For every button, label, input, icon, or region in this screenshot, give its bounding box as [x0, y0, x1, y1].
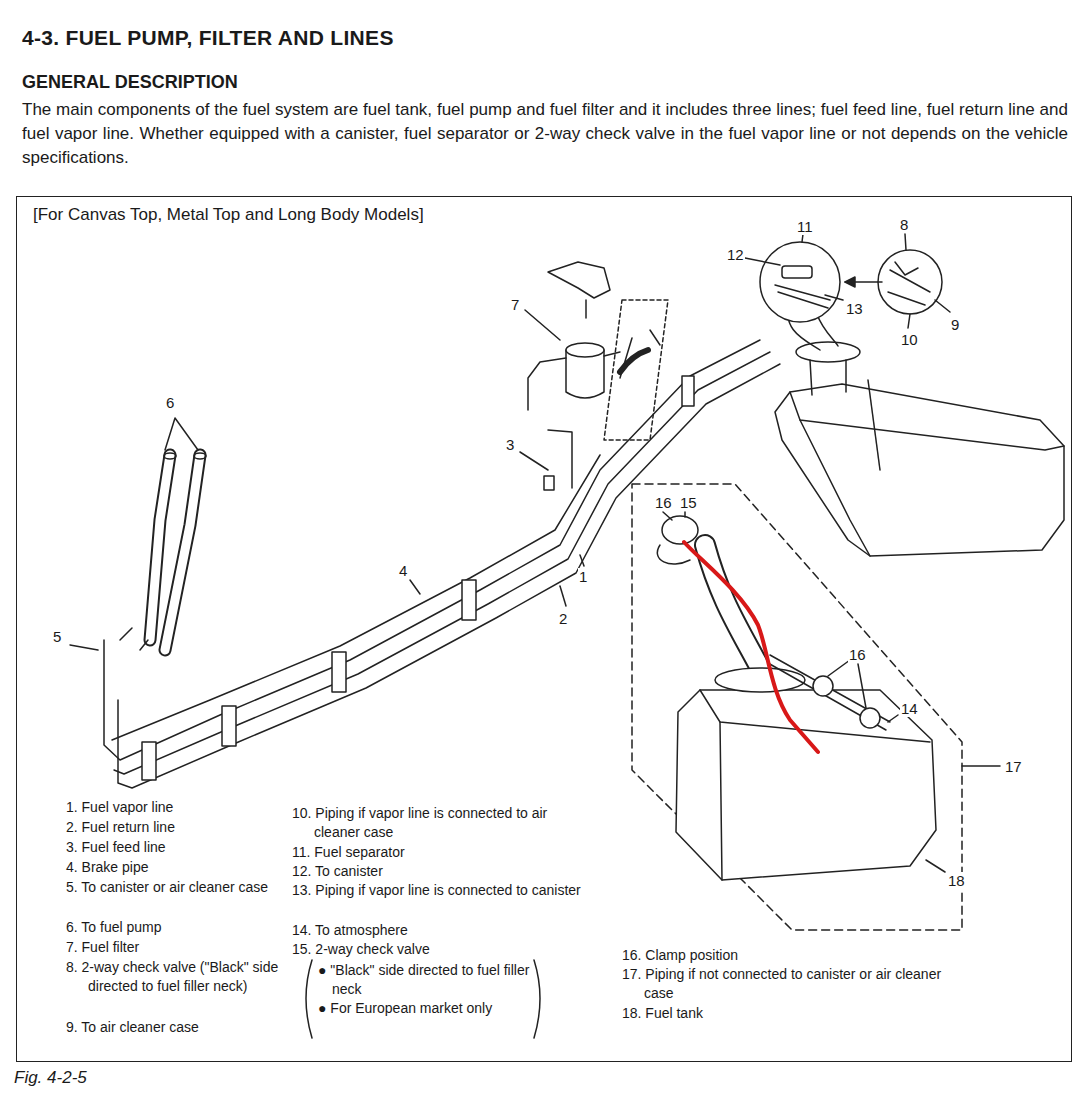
callout-number: 15	[679, 494, 698, 511]
parts-list-item: 1. Fuel vapor line	[66, 798, 303, 817]
callout-number: 5	[52, 628, 62, 645]
parts-list-item: 7. Fuel filter	[66, 938, 303, 957]
callout-number: 8	[899, 216, 909, 233]
parts-list-item: 3. Fuel feed line	[66, 838, 303, 857]
callout-number: 11	[796, 218, 814, 235]
parts-list-item: 6. To fuel pump	[66, 918, 303, 937]
callout-number: 7	[510, 296, 520, 313]
parts-list-item: 4. Brake pipe	[66, 858, 303, 877]
callout-number: 3	[505, 436, 515, 453]
callout-number: 12	[726, 246, 745, 263]
callout-number: 10	[900, 331, 919, 348]
parts-list-item: 11. Fuel separator	[292, 843, 584, 862]
callout-number: 16	[654, 494, 673, 511]
parts-list-item: 8. 2-way check valve ("Black" side direc…	[66, 958, 303, 996]
parts-list-item: 15. 2-way check valve	[292, 940, 584, 959]
parts-list-item: 10. Piping if vapor line is connected to…	[292, 804, 584, 842]
note-bullet: ● For European market only	[318, 999, 544, 1018]
parts-list-item: 17. Piping if not connected to canister …	[622, 965, 974, 1003]
parts-list-item: 9. To air cleaner case	[66, 1018, 303, 1037]
parts-list-item: 14. To atmosphere	[292, 921, 584, 940]
page-title: 4-3. FUEL PUMP, FILTER AND LINES	[22, 26, 394, 50]
figure-caption: Fig. 4-2-5	[14, 1068, 87, 1088]
parts-list-item: 13. Piping if vapor line is connected to…	[292, 881, 584, 900]
callout-number: 18	[947, 872, 966, 889]
frame-heading: [For Canvas Top, Metal Top and Long Body…	[33, 205, 424, 225]
callout-number: 1	[578, 568, 588, 585]
callout-number: 16	[848, 646, 867, 663]
parts-list-item: 12. To canister	[292, 862, 584, 881]
note-bullet: ● "Black" side directed to fuel filler n…	[318, 961, 544, 999]
callout-number: 14	[900, 700, 919, 717]
callout-number: 17	[1004, 758, 1023, 775]
parts-list-item: 18. Fuel tank	[622, 1004, 974, 1023]
callout-number: 2	[558, 610, 568, 627]
callout-number: 9	[950, 316, 960, 333]
callout-number: 13	[845, 300, 864, 317]
parts-list-item: 5. To canister or air cleaner case	[66, 878, 303, 897]
description-text: The main components of the fuel system a…	[22, 98, 1068, 170]
parts-list-item: 2. Fuel return line	[66, 818, 303, 837]
section-heading: GENERAL DESCRIPTION	[22, 72, 238, 93]
figure-frame: [For Canvas Top, Metal Top and Long Body…	[16, 196, 1072, 1062]
callout-number: 6	[165, 394, 175, 411]
parts-list-item: 16. Clamp position	[622, 946, 974, 965]
callout-number: 4	[398, 562, 408, 579]
